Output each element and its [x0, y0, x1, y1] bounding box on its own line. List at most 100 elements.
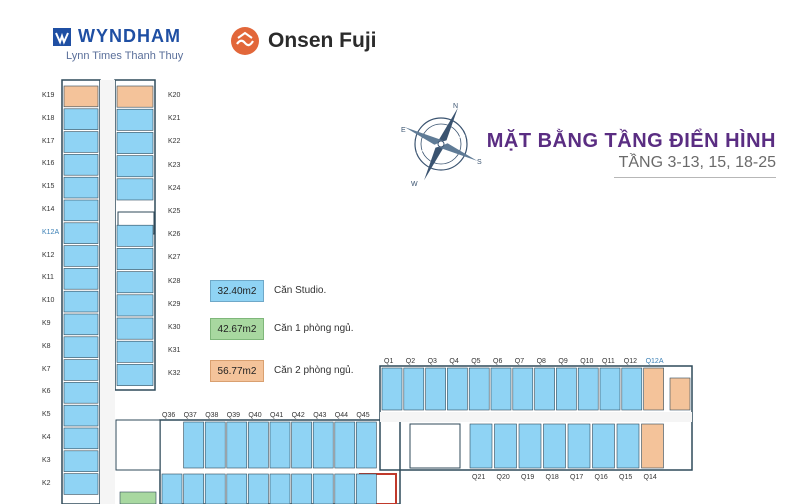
unit-k15 — [63, 176, 99, 199]
page-title: MẶT BẰNG TẦNG ĐIỂN HÌNH — [486, 130, 776, 152]
unit-label-q42: Q42 — [291, 412, 305, 419]
legend-item-one-bed: 42.67m2 — [210, 318, 264, 340]
unit-q19 — [518, 423, 542, 469]
unit-k21 — [116, 108, 154, 131]
unit-q44 — [334, 421, 356, 469]
unit-q14 — [641, 423, 664, 469]
unit-q43 — [312, 421, 334, 469]
unit-south-lower-2 — [204, 473, 226, 504]
legend-swatch-one-bed: 42.67m2 — [210, 318, 264, 340]
unit-label-q9: Q9 — [558, 358, 568, 365]
unit-k16 — [63, 154, 99, 176]
unit-label-k5: K5 — [42, 411, 51, 419]
unit-q4 — [447, 367, 468, 411]
unit-label-k27: K27 — [168, 254, 181, 262]
unit-q45 — [356, 421, 377, 469]
unit-q16 — [592, 423, 615, 469]
unit-label-k15: K15 — [42, 183, 55, 191]
unit-label-k23: K23 — [168, 161, 181, 169]
unit-label-k32: K32 — [168, 370, 181, 378]
unit-label-q17: Q17 — [570, 474, 584, 481]
unit-k14 — [63, 199, 99, 222]
unit-label-k24: K24 — [168, 184, 181, 192]
unit-label-k18: K18 — [42, 114, 55, 122]
unit-label-k7: K7 — [42, 365, 51, 373]
unit-k6 — [63, 382, 99, 404]
unit-label-k12: K12 — [42, 251, 55, 259]
unit-k29 — [116, 294, 154, 317]
unit-label-q18: Q18 — [545, 474, 559, 481]
unit-k9 — [63, 313, 99, 336]
unit-label-q38: Q38 — [205, 412, 219, 419]
svg-text:E: E — [401, 127, 406, 134]
onsen-fuji-name: Onsen Fuji — [268, 29, 377, 52]
unit-south-lower-9 — [356, 473, 377, 504]
unit-label-k4: K4 — [42, 434, 51, 441]
unit-q21 — [469, 423, 493, 469]
unit-q10 — [577, 367, 599, 411]
unit-label-k29: K29 — [168, 300, 181, 308]
legend-label-two-bed: Căn 2 phòng ngủ. — [274, 365, 354, 376]
unit-q11 — [599, 367, 621, 411]
unit-q20 — [494, 423, 517, 469]
unit-q12a — [643, 367, 664, 411]
unit-label-k22: K22 — [168, 138, 181, 146]
unit-label-k19: K19 — [42, 92, 55, 99]
unit-q12a-extension — [669, 377, 691, 411]
unit-south-lower-3 — [226, 473, 248, 504]
unit-label-q40: Q40 — [248, 412, 262, 419]
unit-label-q14: Q14 — [643, 474, 657, 481]
unit-label-q44: Q44 — [334, 412, 349, 419]
west-corridor — [100, 80, 115, 504]
onsen-fuji-logo: Onsen Fuji — [230, 26, 377, 56]
unit-q18 — [543, 423, 566, 469]
unit-k19 — [63, 85, 99, 108]
unit-label-q6: Q6 — [493, 358, 503, 365]
core-stair-west — [115, 419, 161, 471]
legend-swatch-studio: 32.40m2 — [210, 280, 264, 302]
unit-k8 — [63, 336, 99, 358]
unit-label-q15: Q15 — [619, 474, 633, 481]
unit-south-lower-1 — [183, 473, 204, 504]
unit-q42 — [291, 421, 312, 469]
unit-label-q20: Q20 — [496, 474, 510, 481]
unit-label-q36: Q36 — [162, 412, 176, 419]
unit-label-k16: K16 — [42, 160, 55, 168]
core-stair-east — [409, 423, 461, 469]
unit-label-k8: K8 — [42, 342, 51, 350]
unit-k22 — [116, 132, 154, 154]
unit-k12 — [63, 245, 99, 267]
legend-label-one-bed: Căn 1 phòng ngủ. — [274, 323, 354, 334]
unit-q7 — [512, 367, 534, 411]
unit-label-q11: Q11 — [602, 358, 615, 365]
unit-south-lower-8 — [334, 473, 356, 504]
unit-q2 — [403, 367, 425, 411]
unit-one-bed-corner — [119, 491, 157, 504]
compass-rose-icon: N E S W — [401, 103, 482, 188]
unit-label-q19: Q19 — [521, 474, 535, 481]
svg-text:N: N — [453, 103, 458, 110]
unit-label-q41: Q41 — [270, 412, 284, 419]
unit-k4 — [63, 427, 99, 450]
unit-k10 — [63, 290, 99, 313]
unit-k3 — [63, 450, 99, 472]
unit-k2 — [63, 473, 99, 495]
unit-q8 — [534, 367, 555, 411]
unit-q3 — [425, 367, 446, 411]
unit-k28 — [116, 271, 154, 294]
unit-k7 — [63, 359, 99, 381]
unit-label-q12a: Q12A — [645, 358, 664, 365]
title-divider — [614, 177, 776, 178]
svg-text:W: W — [411, 181, 418, 188]
unit-label-q5: Q5 — [471, 358, 481, 365]
wyndham-logo: WYNDHAM Lynn Times Thanh Thuy — [52, 26, 183, 62]
legend-item-studio: 32.40m2 — [210, 280, 264, 302]
legend-item-two-bed: 56.77m2 — [210, 360, 264, 382]
unit-label-q10: Q10 — [580, 358, 594, 365]
unit-k24 — [116, 178, 154, 201]
unit-label-k26: K26 — [168, 231, 181, 239]
unit-q15 — [616, 423, 640, 469]
east-corridor — [380, 412, 692, 422]
unit-south-lower-4 — [248, 473, 269, 504]
unit-k26 — [116, 224, 154, 247]
